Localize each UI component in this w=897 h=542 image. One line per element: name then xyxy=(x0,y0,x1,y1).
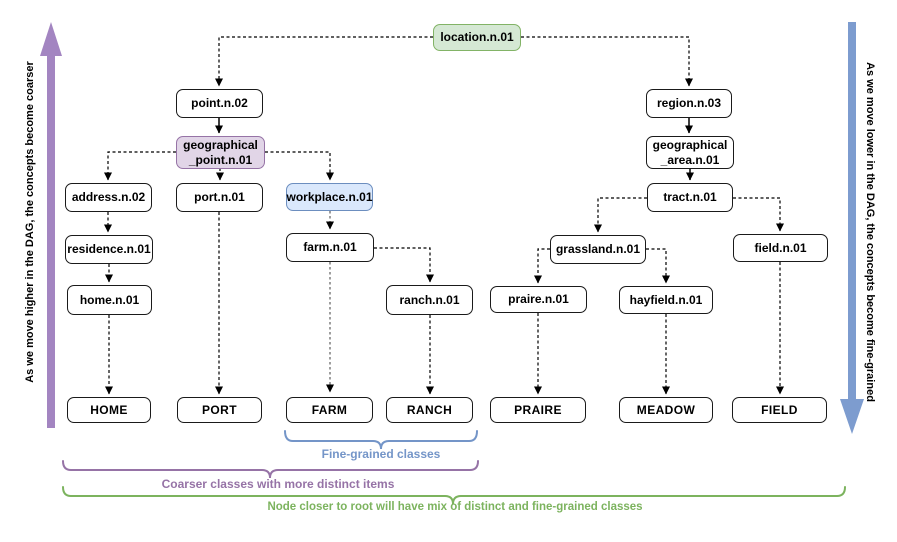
coarser-classes-label: Coarser classes with more distinct items xyxy=(161,477,395,491)
node-geographical-point-n-01: geographical _point.n.01 xyxy=(176,136,265,169)
node-class-home: HOME xyxy=(67,397,151,423)
root-mix-label: Node closer to root will have mix of dis… xyxy=(267,501,643,513)
edge-grassland-praire xyxy=(534,248,550,284)
edge-location-region xyxy=(521,36,693,87)
edge-grassland-hayfield xyxy=(646,248,670,284)
node-hayfield-n-01: hayfield.n.01 xyxy=(619,286,713,314)
fine-grained-classes-label: Fine-grained classes xyxy=(321,447,441,461)
edge-location-point xyxy=(215,36,433,87)
edge-geopoint-address xyxy=(104,151,176,181)
node-address-n-02: address.n.02 xyxy=(65,183,152,212)
node-residence-n-01: residence.n.01 xyxy=(65,235,153,264)
node-praire-n-01: praire.n.01 xyxy=(490,286,587,313)
node-class-meadow: MEADOW xyxy=(619,397,713,423)
node-field-n-01: field.n.01 xyxy=(733,234,828,262)
coarser-direction-label: As we move higher in the DAG, the concep… xyxy=(24,61,36,383)
node-port-n-01: port.n.01 xyxy=(176,183,263,212)
fine-grained-brace xyxy=(284,430,478,450)
root-mix-brace xyxy=(62,486,846,505)
node-geographical-area-n-01: geographical _area.n.01 xyxy=(646,136,734,169)
node-point-n-02: point.n.02 xyxy=(176,89,263,118)
coarser-brace xyxy=(62,460,479,479)
edge-tract-field xyxy=(733,197,784,232)
node-ranch-n-01: ranch.n.01 xyxy=(386,285,473,315)
node-class-praire: PRAIRE xyxy=(490,397,586,423)
node-class-port: PORT xyxy=(177,397,262,423)
edge-farm-ranch xyxy=(374,247,434,283)
node-tract-n-01: tract.n.01 xyxy=(647,183,733,212)
node-location-n-01: location.n.01 xyxy=(433,24,521,51)
node-workplace-n-01: workplace.n.01 xyxy=(286,183,373,211)
edge-tract-grassland xyxy=(594,197,647,233)
node-farm-n-01: farm.n.01 xyxy=(286,233,374,262)
node-home-n-01: home.n.01 xyxy=(67,285,152,315)
finer-direction-label: As we move lower in the DAG, the concept… xyxy=(864,62,876,402)
node-region-n-03: region.n.03 xyxy=(646,89,732,118)
finer-direction-arrow xyxy=(840,22,864,434)
node-class-ranch: RANCH xyxy=(386,397,473,423)
node-class-farm: FARM xyxy=(286,397,373,423)
edge-geopoint-workplace xyxy=(265,151,334,181)
coarser-direction-arrow xyxy=(40,22,62,428)
node-grassland-n-01: grassland.n.01 xyxy=(550,235,646,264)
node-class-field: FIELD xyxy=(732,397,827,423)
